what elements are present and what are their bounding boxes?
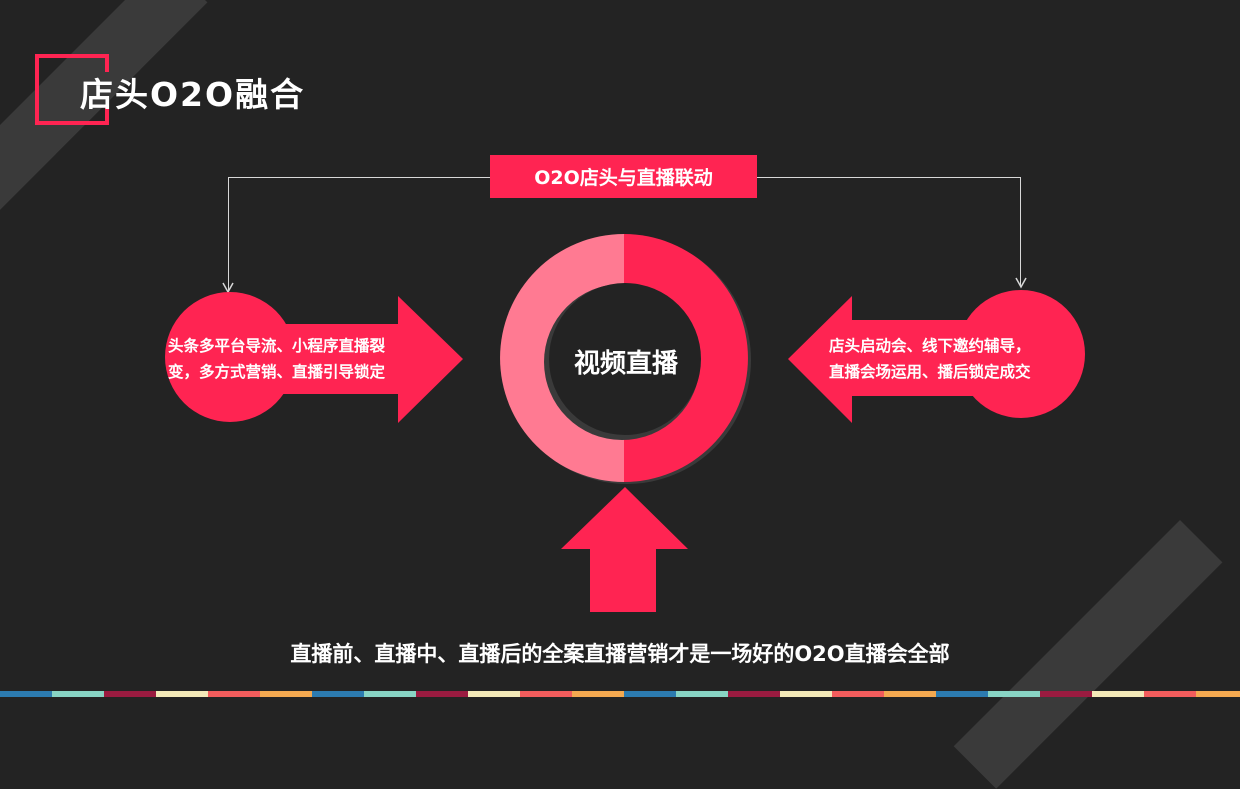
right-arrow-text: 店头启动会、线下邀约辅导， 直播会场运用、播后锁定成交 <box>829 333 1031 385</box>
color-strip-segment <box>260 691 312 697</box>
diagram-shapes <box>165 234 1085 612</box>
color-strip-segment <box>832 691 884 697</box>
page-title: 店头O2O融合 <box>80 75 306 114</box>
color-strip-segment <box>988 691 1040 697</box>
color-strip-segment <box>416 691 468 697</box>
color-strip-segment <box>312 691 364 697</box>
color-strip-segment <box>572 691 624 697</box>
color-strip-segment <box>624 691 676 697</box>
donut-video-live <box>500 234 751 484</box>
color-strip-segment <box>52 691 104 697</box>
color-strip-segment <box>676 691 728 697</box>
color-strip-segment <box>1144 691 1196 697</box>
connector-line-right <box>757 177 1021 286</box>
color-strip-segment <box>104 691 156 697</box>
bottom-caption: 直播前、直播中、直播后的全案直播营销才是一场好的O2O直播会全部 <box>290 642 950 666</box>
color-strip-segment <box>208 691 260 697</box>
title-bracket-frame <box>35 54 109 125</box>
color-strip-segment <box>1196 691 1240 697</box>
arrowhead-right-icon <box>1015 277 1027 289</box>
left-text-line1: 头条多平台导流、小程序直播裂 <box>168 337 386 355</box>
color-strip-segment <box>520 691 572 697</box>
left-arrow-shape <box>165 292 463 423</box>
color-strip-segment <box>1092 691 1144 697</box>
right-text-line2: 直播会场运用、播后锁定成交 <box>829 363 1031 381</box>
up-arrow-shape <box>561 487 688 612</box>
color-strip-segment <box>364 691 416 697</box>
color-strip-segment <box>936 691 988 697</box>
o2o-linkage-label: O2O店头与直播联动 <box>490 155 757 198</box>
color-strip-segment <box>468 691 520 697</box>
color-strip-segment <box>884 691 936 697</box>
color-strip-segment <box>1040 691 1092 697</box>
color-strip-segment <box>780 691 832 697</box>
color-strip-segment <box>728 691 780 697</box>
left-text-line2: 变，多方式营销、直播引导锁定 <box>168 363 386 381</box>
right-arrow-shape <box>788 290 1085 423</box>
color-strip-segment <box>0 691 52 697</box>
donut-center-label: 视频直播 <box>573 349 678 379</box>
color-strip-segment <box>156 691 208 697</box>
connector-line-left <box>228 177 491 290</box>
left-arrow-text: 头条多平台导流、小程序直播裂 变，多方式营销、直播引导锁定 <box>168 333 385 385</box>
color-strip-footer <box>0 691 1240 697</box>
arrowhead-left-icon <box>222 282 234 294</box>
right-text-line1: 店头启动会、线下邀约辅导， <box>829 337 1031 355</box>
